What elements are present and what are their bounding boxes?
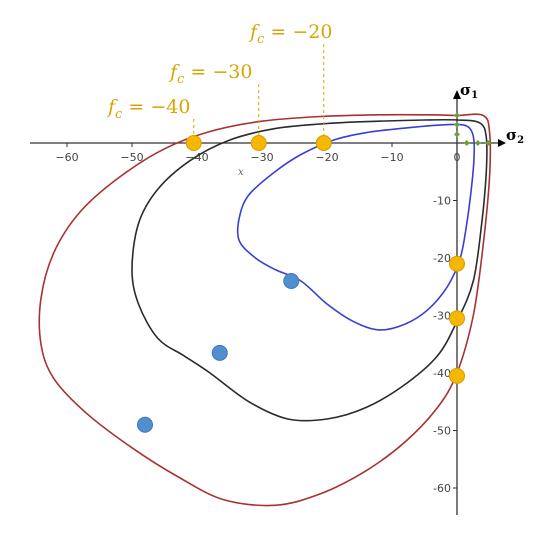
annotation-guides xyxy=(193,44,325,135)
y-tick-label: -60 xyxy=(433,482,451,495)
x-tick-label: −30 xyxy=(250,151,273,164)
tension-marker xyxy=(454,112,460,119)
y-axis-label: σ1 xyxy=(460,81,478,101)
envelope-curve-3 xyxy=(38,113,492,507)
x-tick-label: −20 xyxy=(315,151,338,164)
x-variable-label: x xyxy=(238,167,244,178)
y-tick-label: -40 xyxy=(433,367,451,380)
tension-marker xyxy=(474,140,481,146)
y-axis-arrow xyxy=(453,90,461,99)
envelope-point-marker xyxy=(137,416,153,433)
x-tick-label: −50 xyxy=(120,151,143,164)
markers xyxy=(137,112,492,433)
axis-strength-marker xyxy=(449,255,465,272)
envelope-curves xyxy=(38,113,492,507)
envelope-curve-2 xyxy=(131,118,488,422)
fc-label: fc = −20 xyxy=(248,21,332,47)
x-tick-label: −10 xyxy=(380,151,403,164)
axis-strength-marker xyxy=(315,135,332,151)
axis-strength-marker xyxy=(185,135,202,151)
envelope-point-marker xyxy=(283,273,300,289)
x-axis-arrow xyxy=(498,139,506,147)
labels: σ2 σ1 x fc = −20 fc = −30 fc = −40 xyxy=(106,21,524,178)
envelope-point-marker xyxy=(211,344,228,361)
x-tick-label: −60 xyxy=(55,151,78,164)
tension-marker xyxy=(454,131,460,138)
y-tick-label: -10 xyxy=(433,195,451,208)
axis-strength-marker xyxy=(250,135,267,151)
y-tick-label: -50 xyxy=(433,425,451,438)
tension-marker xyxy=(454,121,460,128)
axis-strength-marker xyxy=(449,367,465,384)
x-tick-label: 0 xyxy=(454,151,461,164)
y-tick-label: -30 xyxy=(433,310,451,323)
tension-marker xyxy=(463,140,470,146)
fc-label: fc = −40 xyxy=(106,96,190,122)
x-axis-label: σ2 xyxy=(506,126,524,146)
y-tick-label: -20 xyxy=(433,252,451,265)
axis-strength-marker xyxy=(449,310,465,327)
tension-marker xyxy=(485,140,492,146)
fc-label: fc = −30 xyxy=(168,61,252,87)
